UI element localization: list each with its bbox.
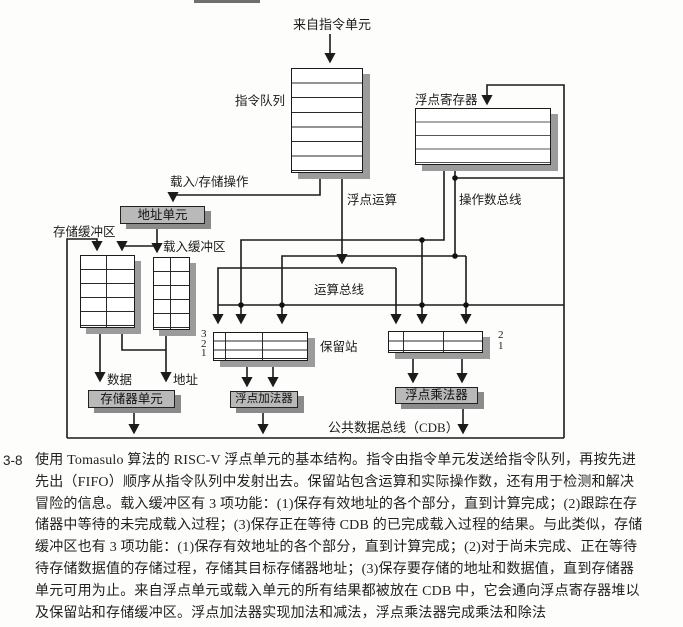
wire-operand-b-bus xyxy=(276,255,466,325)
adder-rs-slot-numbers: 3 2 1 xyxy=(201,328,207,360)
wire-cdb-right-loop xyxy=(481,84,565,438)
label-store-buffer: 存储缓冲区 xyxy=(53,225,116,239)
memory-unit-box: 存储器单元 xyxy=(88,390,175,408)
figure-caption: 3-8 使用 Tomasulo 算法的 RISC-V 浮点单元的基本结构。指令由… xyxy=(0,450,683,624)
label-address: 地址 xyxy=(173,373,199,387)
wire-addrunit-to-storebuf xyxy=(116,224,158,252)
fp-multiplier-box: 浮点乘法器 xyxy=(395,387,478,404)
caption-line: 及保留站和存储缓冲区。浮点加法器实现加法和减法，浮点乘法器完成乘法和除法 xyxy=(35,605,547,621)
caption-line: 单元可用为止。来自浮点单元或载入单元的所有结果都被放在 CDB 中，它会通向浮点… xyxy=(35,583,640,599)
adder-reservation-station-box xyxy=(213,332,308,361)
wiring-layer xyxy=(66,34,565,439)
wire-cdb-left-loop xyxy=(66,238,103,438)
mult-rs-tag-1: 1 xyxy=(498,340,504,352)
adder-rs-tag-3: 3 xyxy=(201,328,207,340)
label-fp-operations: 浮点运算 xyxy=(347,193,398,207)
caption-line: 储器中等待的未完成载入过程；(3)保存正在等待 CDB 的已完成载入过程的结果。… xyxy=(35,518,643,534)
label-fp-registers: 浮点寄存器 xyxy=(415,93,478,107)
mult-rs-tag-2: 2 xyxy=(498,329,504,341)
wire-loadstore-ops xyxy=(167,173,321,203)
caption-line: 先出（FIFO）顺序从指令队列中发射出去。保留站包含运算和实际操作数，还有用于检… xyxy=(35,474,635,490)
fp-registers-box xyxy=(415,108,551,165)
label-load-store-ops: 载入/存储操作 xyxy=(170,175,249,189)
store-buffer-box xyxy=(80,255,135,328)
instruction-queue-box xyxy=(291,68,363,173)
load-buffer-box xyxy=(153,257,190,330)
label-operand-bus: 操作数总线 xyxy=(459,193,522,207)
label-cdb: 公共数据总线（CDB） xyxy=(328,420,459,435)
address-unit-box: 地址单元 xyxy=(120,206,205,224)
label-data: 数据 xyxy=(107,373,133,387)
wire-operand-a xyxy=(235,165,445,325)
caption-line: 缓冲区也有 3 项功能：(1)保存有效地址的各个部分，直到计算完成；(2)对于尚… xyxy=(35,540,638,556)
label-from-instruction-unit: 来自指令单元 xyxy=(293,17,372,32)
caption-line: 冒险的信息。载入缓冲区有 3 项功能：(1)保存有效地址的各个部分，直到计算完成… xyxy=(35,496,638,512)
fp-adder-box: 浮点加法器 xyxy=(230,391,298,408)
adder-rs-tag-2: 2 xyxy=(201,337,207,350)
label-load-buffer: 载入缓冲区 xyxy=(163,240,226,254)
page-top-artifact xyxy=(194,0,260,3)
label-operation-bus: 运算总线 xyxy=(314,283,365,297)
multiplier-rs-slot-numbers: 2 1 xyxy=(498,330,504,352)
caption-line: 使用 Tomasulo 算法的 RISC-V 浮点单元的基本结构。指令由指令单元… xyxy=(35,453,637,468)
tomasulo-diagram: 来自指令单元 指令队列 浮点寄存器 载入/存储操作 浮点运算 操作数总线 存储缓… xyxy=(53,0,565,439)
multiplier-reservation-station-box xyxy=(388,331,483,353)
label-instruction-queue: 指令队列 xyxy=(235,94,286,108)
junction-dots xyxy=(238,175,469,308)
wire-dispatch-bus xyxy=(212,267,396,325)
label-reservation-station: 保留站 xyxy=(320,340,358,354)
wire-store-addr xyxy=(121,328,166,351)
figure-number: 3-8 xyxy=(3,453,23,468)
adder-rs-tag-1: 1 xyxy=(201,347,207,360)
caption-line: 待存储数据值的存储过程，存储其目标存储器地址；(3)保存要存储的地址和数据值，直… xyxy=(35,561,635,577)
